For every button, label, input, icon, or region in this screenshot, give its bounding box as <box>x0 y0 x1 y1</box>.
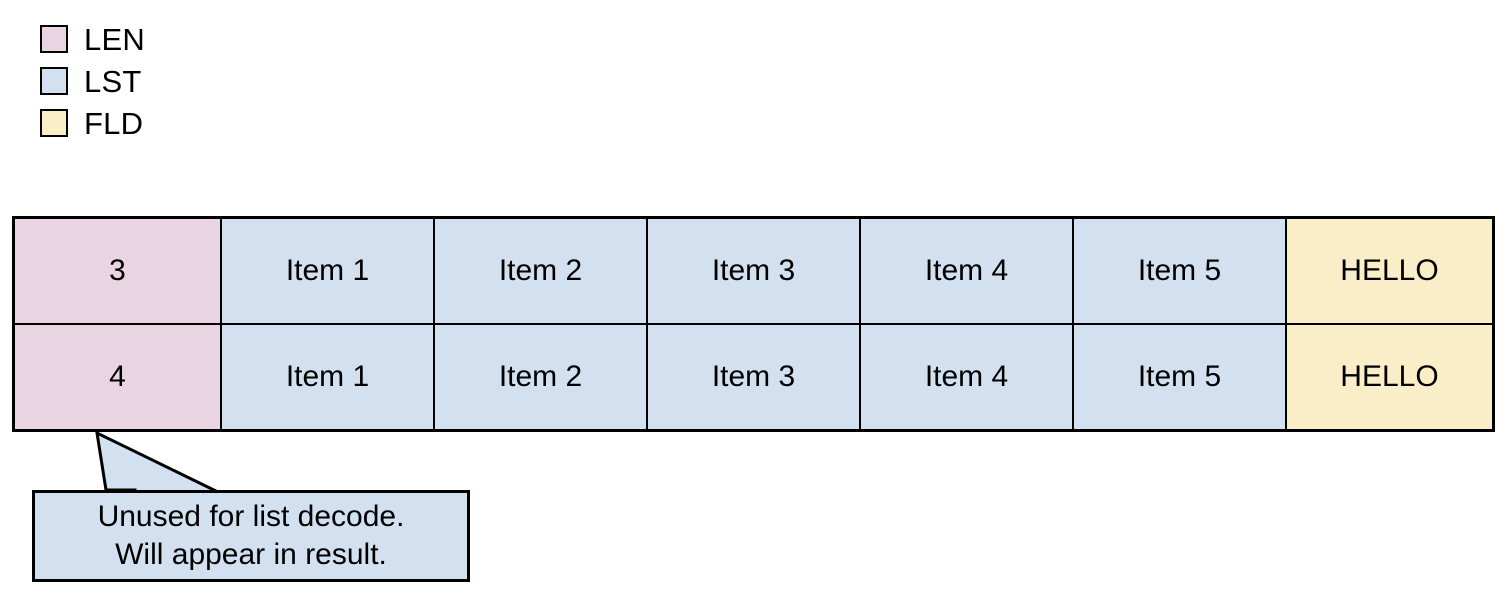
table-row: 3 Item 1 Item 2 Item 3 Item 4 Item 5 HEL… <box>15 219 1492 325</box>
cell-list-item: Item 4 <box>861 325 1074 429</box>
cell-len: 4 <box>15 325 222 429</box>
callout-box: Unused for list decode. Will appear in r… <box>32 490 470 582</box>
cell-list-item: Item 5 <box>1074 325 1287 429</box>
cell-list-item: Item 4 <box>861 219 1074 323</box>
cell-list-item: Item 2 <box>435 219 648 323</box>
legend-swatch-len-icon <box>40 25 68 53</box>
cell-list-item: Item 3 <box>648 219 861 323</box>
cell-list-item: Item 5 <box>1074 219 1287 323</box>
cell-field: HELLO <box>1287 219 1492 323</box>
cell-list-item: Item 3 <box>648 325 861 429</box>
callout-line-1: Unused for list decode. <box>97 500 405 533</box>
cell-list-item: Item 1 <box>222 325 435 429</box>
legend: LEN LST FLD <box>40 18 340 144</box>
legend-label-fld: FLD <box>84 105 144 141</box>
legend-item-lst: LST <box>40 60 340 102</box>
legend-swatch-lst-icon <box>40 67 68 95</box>
legend-item-len: LEN <box>40 18 340 60</box>
cell-list-item: Item 1 <box>222 219 435 323</box>
packet-layout-table: 3 Item 1 Item 2 Item 3 Item 4 Item 5 HEL… <box>12 216 1495 432</box>
cell-len: 3 <box>15 219 222 323</box>
cell-field: HELLO <box>1287 325 1492 429</box>
cell-list-item: Item 2 <box>435 325 648 429</box>
legend-label-lst: LST <box>84 63 142 99</box>
callout-line-2: Will appear in result. <box>115 538 387 571</box>
table-row: 4 Item 1 Item 2 Item 3 Item 4 Item 5 HEL… <box>15 325 1492 429</box>
legend-item-fld: FLD <box>40 102 340 144</box>
legend-swatch-fld-icon <box>40 109 68 137</box>
legend-label-len: LEN <box>84 21 145 57</box>
